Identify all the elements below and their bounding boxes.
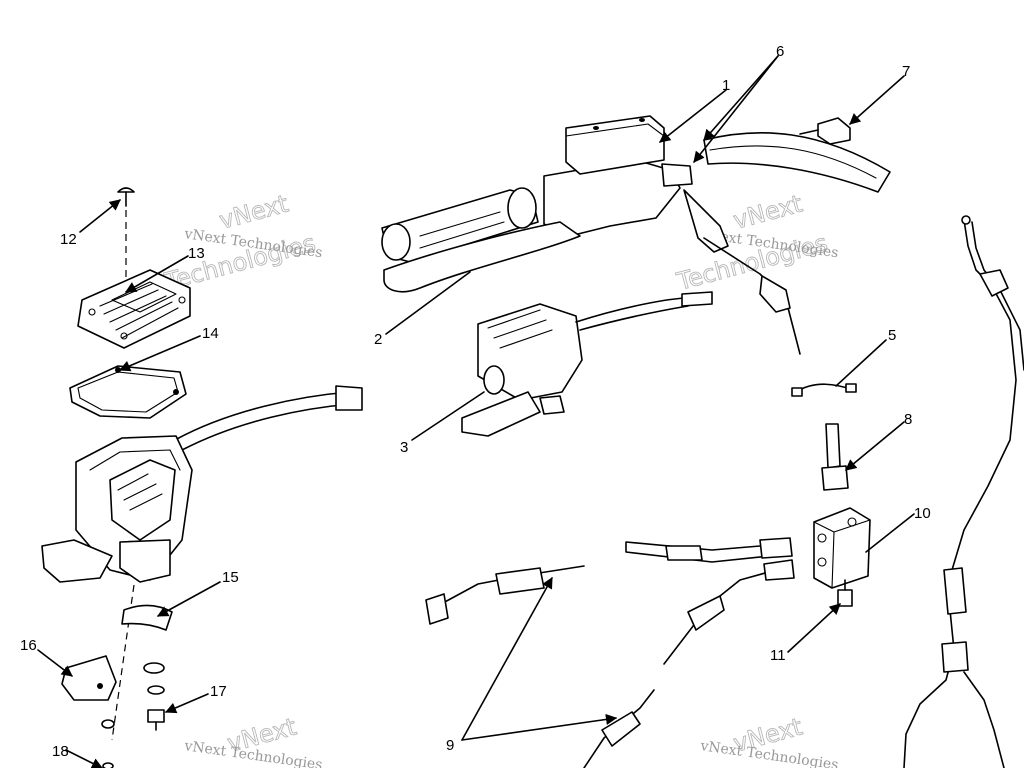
watermark-bottom-left: vNext vNext Technologies: [182, 712, 323, 768]
callout-label-2: 2: [374, 331, 382, 348]
brake-line-bottom: [583, 689, 655, 768]
part-7-bolt: [799, 117, 851, 145]
watermark-vnext: vNext: [216, 190, 291, 235]
part-12-screw: [117, 187, 135, 286]
callout-9: 9: [446, 577, 618, 754]
part-16-bracket: [61, 655, 117, 701]
part-18-washer: [101, 719, 115, 768]
callout-label-6: 6: [776, 43, 784, 60]
master-cylinder-assembly: [381, 115, 891, 355]
callout-label-13: 13: [188, 245, 205, 262]
callout-label-17: 17: [210, 683, 227, 700]
callout-label-16: 16: [20, 637, 37, 654]
callout-label-18: 18: [52, 743, 69, 760]
callout-12: 12: [60, 199, 121, 248]
callout-3: 3: [400, 391, 485, 456]
brake-line-lower: [663, 559, 795, 665]
right-control-cable: [903, 215, 1024, 768]
watermark-vnext: vNext: [730, 190, 805, 235]
callout-1: 1: [659, 77, 730, 143]
throttle-wire-end: [335, 385, 363, 411]
callout-label-15: 15: [222, 569, 239, 586]
callout-label-14: 14: [202, 325, 219, 342]
callout-label-7: 7: [902, 63, 910, 80]
callout-label-5: 5: [888, 327, 896, 344]
callout-2: 2: [374, 271, 471, 348]
callout-17: 17: [164, 683, 227, 714]
callout-label-9: 9: [446, 737, 454, 754]
callout-8: 8: [845, 411, 912, 471]
part-14-gasket: [69, 365, 187, 419]
callout-label-11: 11: [770, 647, 786, 664]
callout-14: 14: [118, 325, 219, 372]
part-5-fitting: [791, 383, 857, 397]
callout-label-10: 10: [914, 505, 931, 522]
callout-5: 5: [835, 327, 896, 387]
part-10-junction-block: [813, 507, 871, 589]
part-15-pad: [121, 604, 173, 631]
callout-label-3: 3: [400, 439, 408, 456]
callout-11: 11: [770, 603, 841, 664]
callout-15: 15: [157, 569, 239, 617]
callout-18: 18: [52, 743, 104, 768]
callout-label-1: 1: [722, 77, 730, 94]
part-17-screw: [143, 662, 165, 731]
part-11-bolt: [837, 579, 853, 607]
part-13-cover: [77, 269, 191, 349]
part-8-fitting: [821, 423, 849, 491]
callout-10: 10: [865, 505, 931, 553]
throttle-wire: [174, 391, 351, 441]
callout-6: 6: [693, 43, 784, 163]
callout-16: 16: [20, 637, 73, 677]
throttle-housing: [41, 435, 193, 741]
watermark-top-left: vNext Technologies vNext Technologies: [161, 189, 324, 296]
part-3-switch-housing: [461, 291, 713, 437]
throttle-wire-2: [181, 403, 353, 451]
brake-line-left: [425, 565, 585, 625]
callout-7: 7: [849, 63, 910, 125]
brake-line-upper: [625, 537, 793, 563]
callout-13: 13: [125, 245, 205, 293]
callout-label-8: 8: [904, 411, 912, 428]
watermark-bottom-right: vNext vNext Technologies: [698, 712, 839, 768]
callout-label-12: 12: [60, 231, 77, 248]
